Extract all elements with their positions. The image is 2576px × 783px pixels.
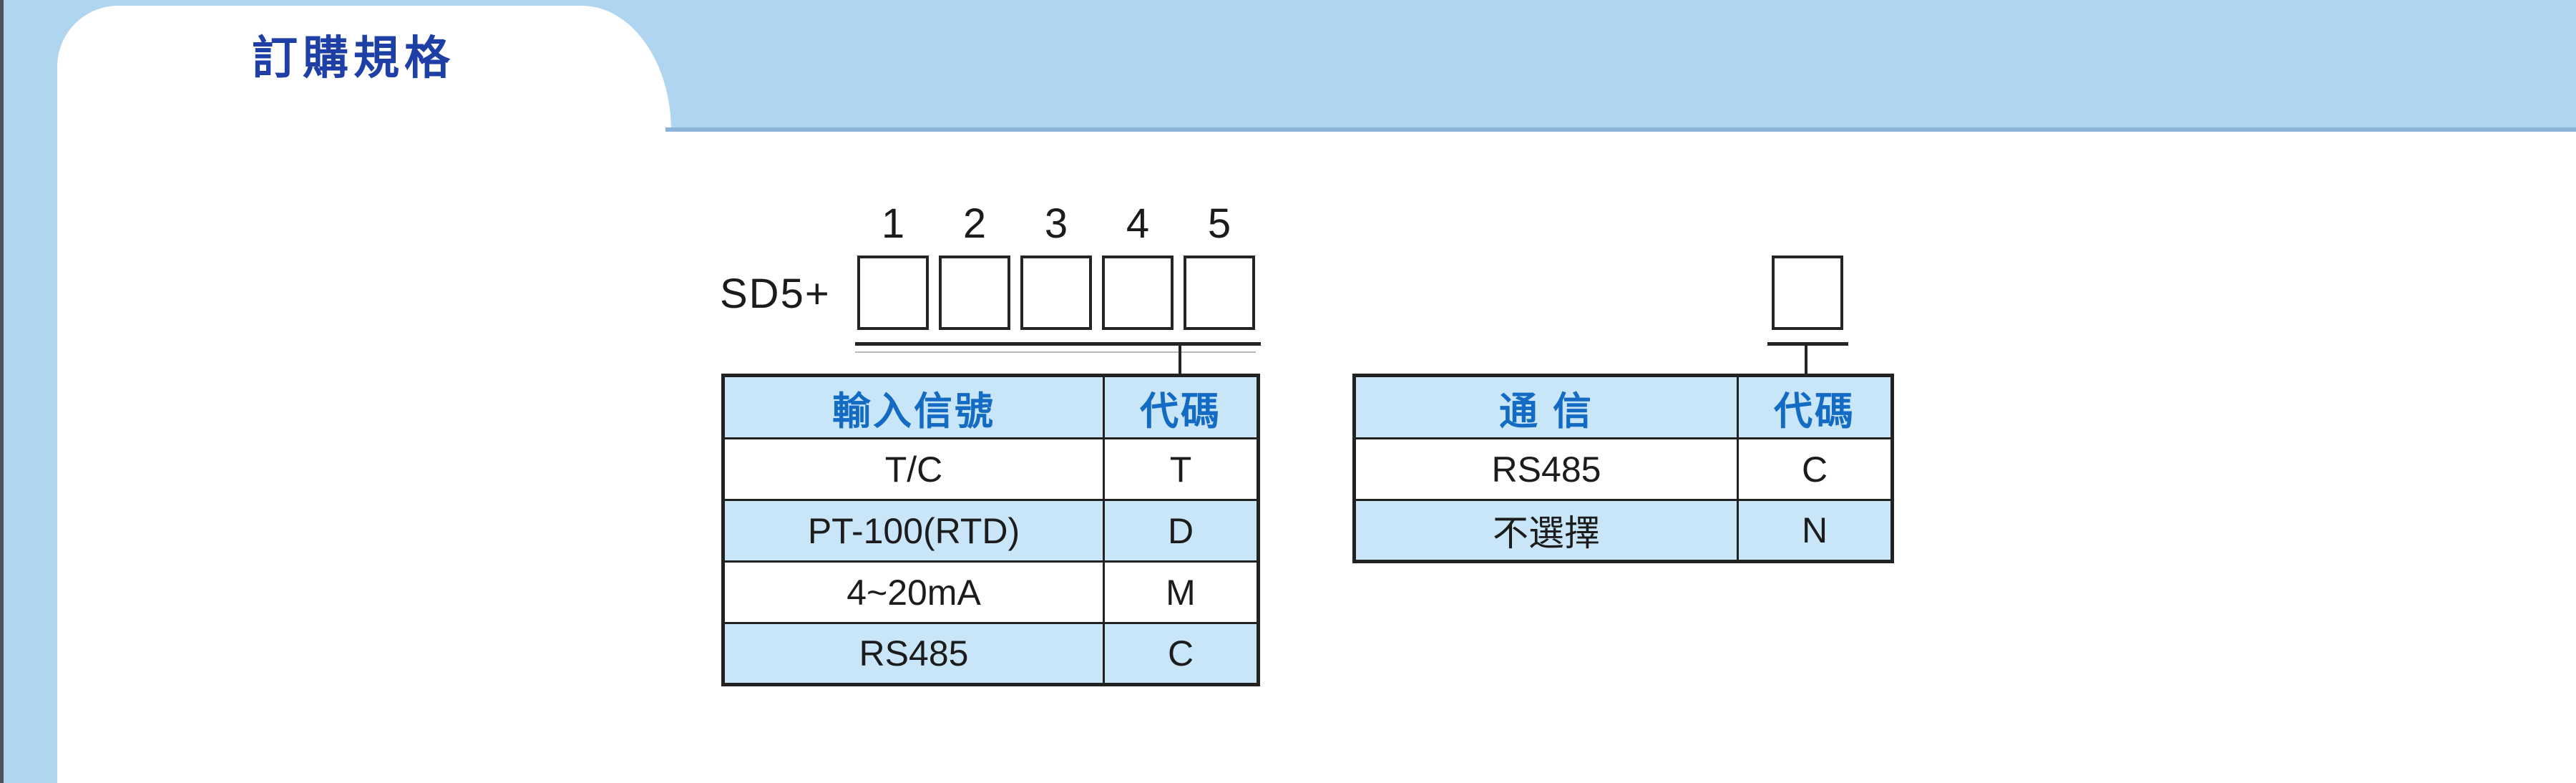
model-prefix-label: SD5+ (720, 271, 831, 317)
position-label-3: 3 (1044, 200, 1068, 247)
page-edge-line (0, 0, 4, 783)
order-code-box-5 (1184, 256, 1255, 330)
title-tab (57, 6, 671, 136)
order-code-box-2 (939, 256, 1010, 330)
order-code-box-4 (1102, 256, 1174, 330)
left-connector-line (1179, 344, 1181, 375)
order-code-box-1 (857, 256, 929, 330)
panel-top-edge-line (665, 127, 2576, 132)
comm-code: C (1737, 437, 1893, 501)
table-row: T/C T (722, 437, 1259, 501)
table-row: 4~20mA M (722, 560, 1259, 624)
page-title: 訂購規格 (252, 32, 455, 84)
table-row: PT-100(RTD) D (722, 499, 1259, 563)
right-connector-line (1805, 344, 1807, 375)
code-header: 代碼 (1103, 374, 1259, 439)
left-boxes-underline-shadow (855, 351, 1256, 353)
signal-label: RS485 (722, 622, 1105, 686)
table-row: RS485 C (1353, 437, 1893, 501)
code-header: 代碼 (1737, 374, 1893, 439)
communication-header: 通 信 (1353, 374, 1739, 439)
signal-code: M (1103, 560, 1259, 624)
comm-code-box (1772, 256, 1843, 330)
table-header-row: 通 信 代碼 (1353, 374, 1893, 439)
communication-table: 通 信 代碼 RS485 C 不選擇 N (1352, 374, 1894, 563)
comm-label: RS485 (1353, 437, 1739, 501)
signal-label: 4~20mA (722, 560, 1105, 624)
position-label-2: 2 (962, 200, 987, 247)
order-code-box-3 (1020, 256, 1092, 330)
signal-label: T/C (722, 437, 1105, 501)
signal-code: D (1103, 499, 1259, 563)
left-boxes-underline (855, 342, 1261, 346)
input-signal-header: 輸入信號 (722, 374, 1105, 439)
signal-code: T (1103, 437, 1259, 501)
position-label-4: 4 (1126, 200, 1150, 247)
signal-code: C (1103, 622, 1259, 686)
table-header-row: 輸入信號 代碼 (722, 374, 1259, 439)
position-label-1: 1 (881, 200, 905, 247)
table-row: 不選擇 N (1353, 499, 1893, 563)
signal-label: PT-100(RTD) (722, 499, 1105, 563)
comm-label: 不選擇 (1353, 499, 1739, 563)
input-signal-table: 輸入信號 代碼 T/C T PT-100(RTD) D 4~20mA M RS4… (721, 374, 1260, 686)
position-label-5: 5 (1207, 200, 1231, 247)
comm-code: N (1737, 499, 1893, 563)
right-box-underline (1767, 342, 1848, 346)
content-panel (57, 132, 2576, 783)
table-row: RS485 C (722, 622, 1259, 686)
